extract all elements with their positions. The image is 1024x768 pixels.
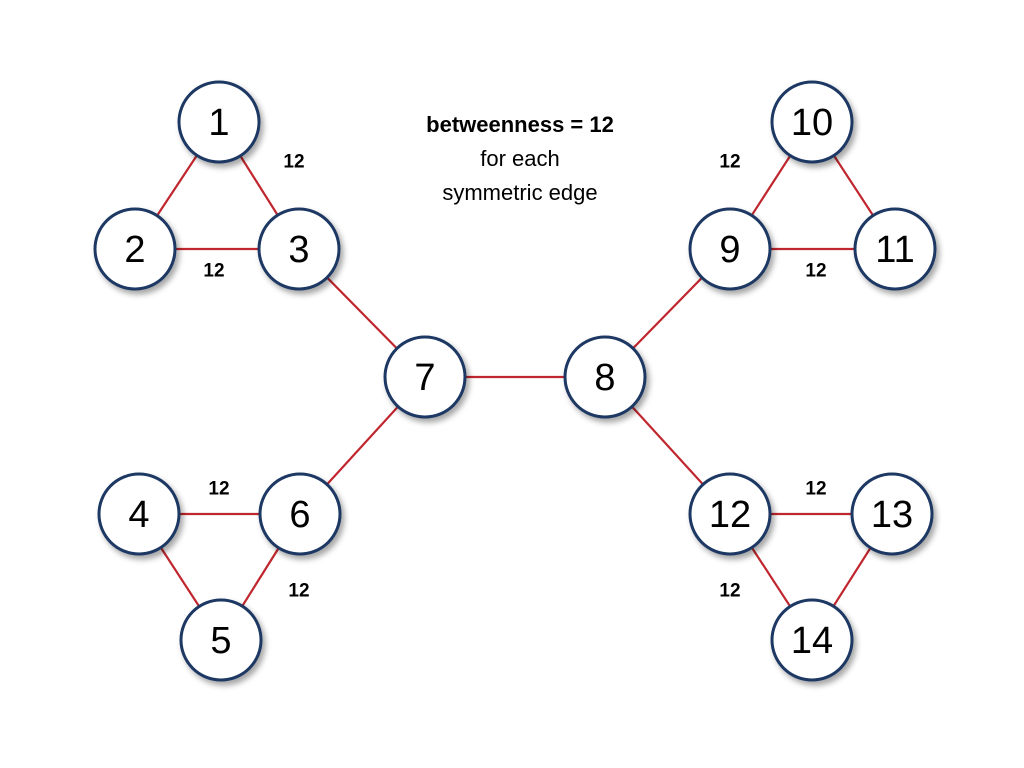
caption-line-3: symmetric edge <box>442 180 598 205</box>
node-circle-4 <box>97 472 181 556</box>
node-circle-14 <box>770 598 854 682</box>
node-label-5: 5 <box>210 620 231 662</box>
edge-label-4-6: 12 <box>208 479 229 500</box>
node-4: 4 <box>97 472 181 556</box>
node-circle-7 <box>383 335 467 419</box>
betweenness-caption: betweenness = 12 for each symmetric edge <box>380 108 660 210</box>
edge-label-9-11: 12 <box>805 261 826 282</box>
node-label-10: 10 <box>791 102 833 144</box>
node-13: 13 <box>850 472 934 556</box>
node-1: 1 <box>177 80 261 164</box>
node-6: 6 <box>258 472 342 556</box>
node-circle-11 <box>853 207 937 291</box>
node-circle-12 <box>688 472 772 556</box>
node-circle-10 <box>770 80 854 164</box>
node-label-6: 6 <box>289 494 310 536</box>
edge-labels-layer: 12 12 12 12 12 12 12 12 <box>203 152 826 602</box>
node-label-1: 1 <box>208 102 229 144</box>
node-8: 8 <box>563 335 647 419</box>
node-label-9: 9 <box>719 229 740 271</box>
node-circle-13 <box>850 472 934 556</box>
edge-label-5-6: 12 <box>288 581 309 602</box>
node-5: 5 <box>179 598 263 682</box>
node-11: 11 <box>853 207 937 291</box>
caption-line-2: for each <box>480 146 560 171</box>
caption-line-1: betweenness = 12 <box>426 112 614 137</box>
node-14: 14 <box>770 598 854 682</box>
node-label-4: 4 <box>128 494 149 536</box>
node-label-3: 3 <box>288 229 309 271</box>
node-12: 12 <box>688 472 772 556</box>
edge-label-9-10: 12 <box>719 152 740 173</box>
node-label-11: 11 <box>875 229 914 271</box>
node-3: 3 <box>257 207 341 291</box>
edge-label-12-13: 12 <box>805 479 826 500</box>
node-circle-6 <box>258 472 342 556</box>
node-7: 7 <box>383 335 467 419</box>
node-circle-2 <box>93 207 177 291</box>
edge-label-2-3: 12 <box>203 261 224 282</box>
edge-label-12-14: 12 <box>719 581 740 602</box>
node-circle-5 <box>179 598 263 682</box>
node-9: 9 <box>688 207 772 291</box>
node-label-13: 13 <box>871 494 913 536</box>
node-2: 2 <box>93 207 177 291</box>
node-label-12: 12 <box>709 494 751 536</box>
node-label-7: 7 <box>414 357 435 399</box>
node-10: 10 <box>770 80 854 164</box>
node-circle-1 <box>177 80 261 164</box>
node-circle-8 <box>563 335 647 419</box>
node-circle-9 <box>688 207 772 291</box>
edge-label-1-3: 12 <box>283 152 304 173</box>
node-circle-3 <box>257 207 341 291</box>
node-label-2: 2 <box>124 229 145 271</box>
node-label-14: 14 <box>791 620 833 662</box>
node-label-8: 8 <box>594 357 615 399</box>
